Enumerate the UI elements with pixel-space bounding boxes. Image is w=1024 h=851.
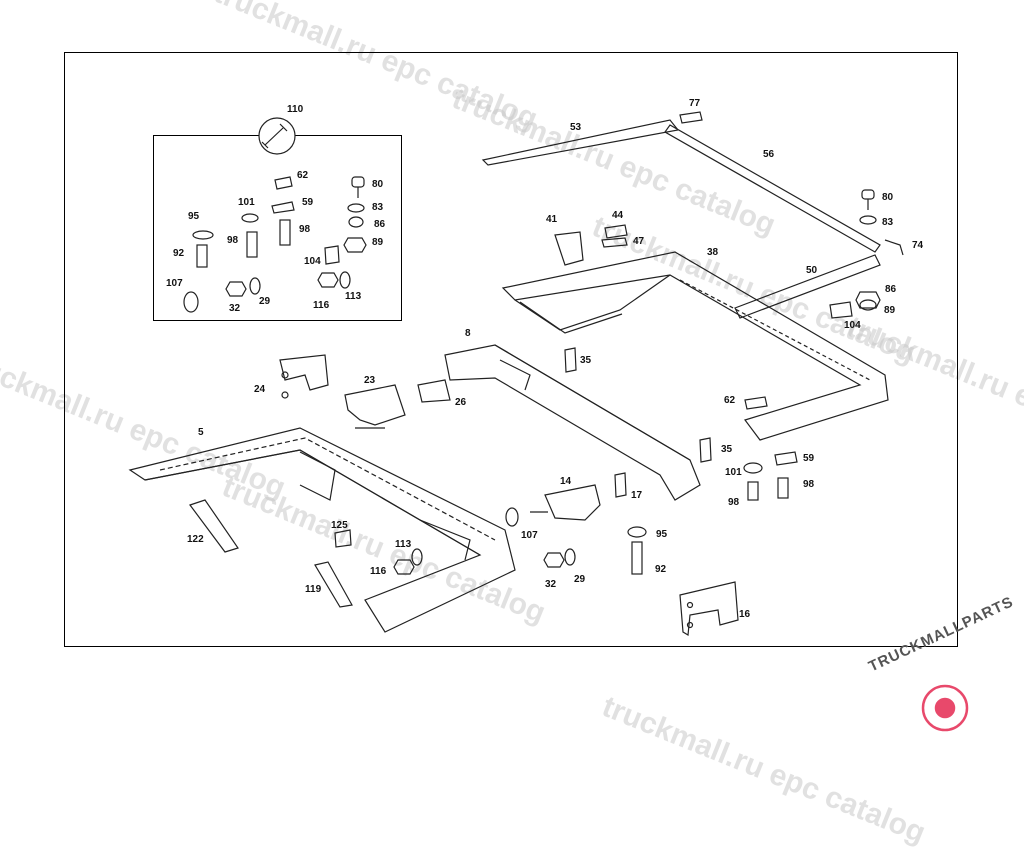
callout-107: 107 <box>521 530 538 541</box>
callout-98: 98 <box>227 235 239 246</box>
callout-32: 32 <box>545 579 557 590</box>
callout-8: 8 <box>465 328 471 339</box>
fastener-set-front <box>393 507 647 575</box>
bracket-26 <box>417 379 451 403</box>
clip-62 <box>744 396 768 410</box>
callout-50: 50 <box>806 265 818 276</box>
bracket-41 <box>554 231 584 266</box>
bumper-bar-8 <box>444 344 701 501</box>
callout-98: 98 <box>299 224 311 235</box>
callout-86: 86 <box>374 219 386 230</box>
callout-5: 5 <box>198 427 204 438</box>
callout-35: 35 <box>580 355 592 366</box>
callout-47: 47 <box>633 236 645 247</box>
callout-116: 116 <box>313 300 330 311</box>
callout-38: 38 <box>707 247 719 258</box>
callout-32: 32 <box>229 303 241 314</box>
clip-74 <box>884 239 904 256</box>
strip-50 <box>734 254 881 319</box>
callout-95: 95 <box>188 211 200 222</box>
callout-74: 74 <box>912 240 924 251</box>
callout-89: 89 <box>884 305 896 316</box>
callout-59: 59 <box>302 197 314 208</box>
callout-98: 98 <box>803 479 815 490</box>
callout-86: 86 <box>885 284 897 295</box>
kit-fasteners <box>183 176 367 313</box>
callout-29: 29 <box>259 296 271 307</box>
logo-gear-icon <box>921 684 969 732</box>
callout-116: 116 <box>370 566 387 577</box>
callout-62: 62 <box>724 395 736 406</box>
front-bumper-5 <box>128 427 516 633</box>
bracket-14 <box>530 484 601 521</box>
callout-44: 44 <box>612 210 624 221</box>
callout-16: 16 <box>739 609 751 620</box>
bracket-24 <box>279 354 329 399</box>
callout-101: 101 <box>725 467 742 478</box>
callout-29: 29 <box>574 574 586 585</box>
callout-104: 104 <box>304 256 321 267</box>
rear-bumper-cover-38 <box>501 251 889 441</box>
callout-35: 35 <box>721 444 733 455</box>
diagram-frame <box>64 52 958 647</box>
clip-77 <box>679 111 703 124</box>
bracket-23 <box>344 384 406 429</box>
callout-92: 92 <box>655 564 667 575</box>
callout-110: 110 <box>287 104 304 115</box>
clip-125 <box>334 529 352 548</box>
callout-53: 53 <box>570 122 582 133</box>
callout-113: 113 <box>395 539 412 550</box>
callout-24: 24 <box>254 384 266 395</box>
callout-92: 92 <box>173 248 185 259</box>
clip-104 <box>829 301 853 319</box>
callout-119: 119 <box>305 584 322 595</box>
callout-77: 77 <box>689 98 701 109</box>
callout-14: 14 <box>560 476 572 487</box>
fastener-set-rear <box>743 189 881 501</box>
clip-35a <box>564 347 577 373</box>
deflector-119 <box>314 561 353 608</box>
callout-95: 95 <box>656 529 668 540</box>
callout-80: 80 <box>882 192 894 203</box>
callout-23: 23 <box>364 375 376 386</box>
deflector-122 <box>189 499 239 553</box>
callout-41: 41 <box>546 214 558 225</box>
clip-59 <box>774 451 798 466</box>
callout-62: 62 <box>297 170 309 181</box>
parts-line-art <box>128 111 969 732</box>
callout-89: 89 <box>372 237 384 248</box>
callout-122: 122 <box>187 534 204 545</box>
callout-17: 17 <box>631 490 643 501</box>
clip-35b <box>699 437 712 463</box>
callout-26: 26 <box>455 397 467 408</box>
callout-59: 59 <box>803 453 815 464</box>
callout-80: 80 <box>372 179 384 190</box>
callout-113: 113 <box>345 291 362 302</box>
callout-125: 125 <box>331 520 348 531</box>
clip-17 <box>614 472 627 498</box>
callout-107: 107 <box>166 278 183 289</box>
callout-101: 101 <box>238 197 255 208</box>
clip-44 <box>604 224 628 239</box>
bracket-16 <box>679 581 739 637</box>
callout-56: 56 <box>763 149 775 160</box>
callout-83: 83 <box>372 202 384 213</box>
callout-83: 83 <box>882 217 894 228</box>
callout-98: 98 <box>728 497 740 508</box>
wrench-icon <box>258 117 296 155</box>
clip-47 <box>601 237 628 248</box>
callout-104: 104 <box>844 320 861 331</box>
rubber-strip-56 <box>664 124 881 253</box>
